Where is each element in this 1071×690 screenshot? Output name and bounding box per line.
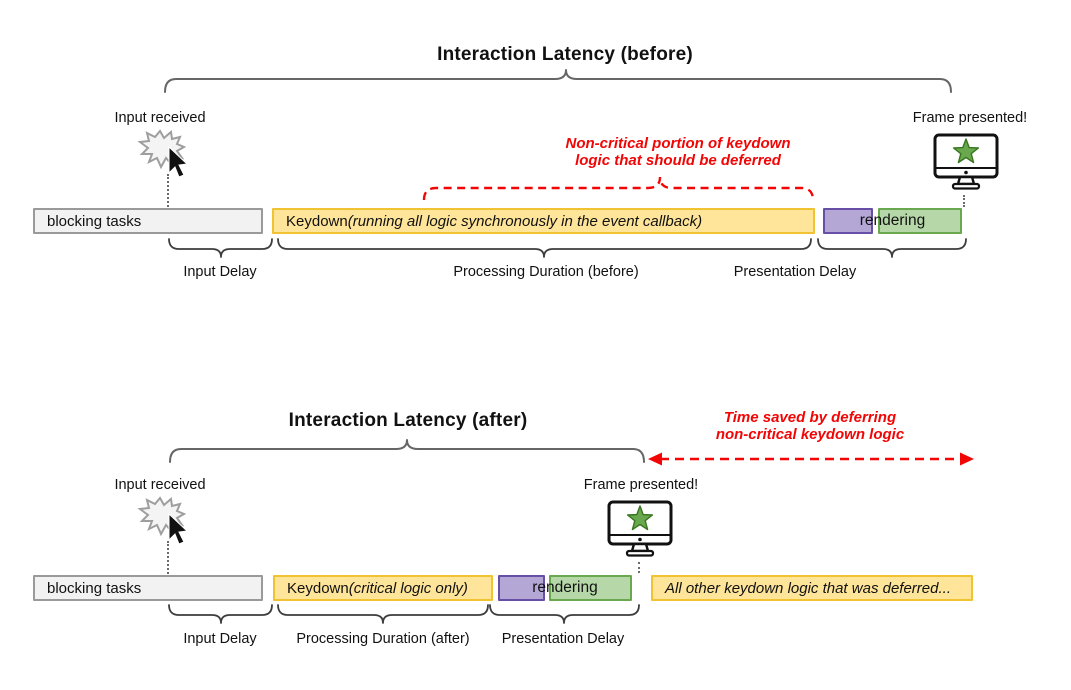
after-keydown-text-italic: (critical logic only) <box>348 579 468 597</box>
before-input-connector-line <box>167 174 169 207</box>
before-keydown-bar: Keydown (running all logic synchronously… <box>272 208 815 234</box>
after-red-annotation: Time saved by deferring non-critical key… <box>660 409 960 443</box>
after-deferred-logic-bar: All other keydown logic that was deferre… <box>651 575 973 601</box>
after-input-delay-label: Input Delay <box>183 631 257 647</box>
after-frame-presented-label: Frame presented! <box>583 477 699 493</box>
after-rendering-bar <box>498 575 545 601</box>
before-blocking-tasks-text: blocking tasks <box>47 212 142 230</box>
before-painting-bar <box>878 208 962 234</box>
star-icon <box>626 505 654 531</box>
after-frame-connector-line <box>638 562 640 573</box>
red-annotation-line1: Non-critical portion of keydown <box>565 135 791 152</box>
before-red-annotation: Non-critical portion of keydown logic th… <box>528 135 828 169</box>
red-annotation-line2: non-critical keydown logic <box>715 426 905 443</box>
after-deferred-logic-text: All other keydown logic that was deferre… <box>665 579 951 597</box>
before-red-dashed-brace <box>422 174 817 202</box>
after-blocking-tasks-bar: blocking tasks <box>33 575 263 601</box>
after-input-received-label: Input received <box>114 477 206 493</box>
before-keydown-text: Keydown <box>286 212 348 230</box>
after-keydown-text: Keydown <box>287 579 349 597</box>
monitor-with-star-icon <box>933 133 999 193</box>
burst-click-cursor-icon <box>136 494 200 550</box>
before-frame-connector-line <box>963 195 965 207</box>
before-input-delay-label: Input Delay <box>183 264 257 280</box>
after-keydown-bar: Keydown (critical logic only) <box>273 575 493 601</box>
star-icon <box>952 138 980 164</box>
red-annotation-line2: logic that should be deferred <box>575 152 781 169</box>
after-presentation-delay-label: Presentation Delay <box>501 631 625 647</box>
before-processing-brace <box>277 238 812 259</box>
before-input-delay-brace <box>168 238 273 259</box>
after-blocking-tasks-text: blocking tasks <box>47 579 142 597</box>
red-annotation-line1: Time saved by deferring <box>723 409 897 426</box>
after-processing-brace <box>277 604 489 625</box>
burst-click-cursor-icon <box>136 127 200 183</box>
before-processing-duration-label: Processing Duration (before) <box>453 264 639 280</box>
after-processing-duration-label: Processing Duration (after) <box>296 631 470 647</box>
before-presentation-brace <box>817 238 967 259</box>
before-blocking-tasks-bar: blocking tasks <box>33 208 263 234</box>
after-input-connector-line <box>167 541 169 574</box>
before-input-received-label: Input received <box>114 110 206 126</box>
before-total-latency-brace <box>164 69 954 95</box>
after-input-delay-brace <box>168 604 273 625</box>
time-saved-dashed-arrow <box>646 449 976 469</box>
monitor-with-star-icon <box>607 500 673 560</box>
before-frame-presented-label: Frame presented! <box>912 110 1028 126</box>
before-keydown-text-italic: (running all logic synchronously in the … <box>347 212 703 230</box>
after-title: Interaction Latency (after) <box>288 410 528 431</box>
before-title: Interaction Latency (before) <box>437 44 693 65</box>
before-presentation-delay-label: Presentation Delay <box>733 264 857 280</box>
before-rendering-bar <box>823 208 873 234</box>
after-presentation-brace <box>489 604 640 625</box>
after-total-latency-brace <box>169 439 645 465</box>
after-painting-bar <box>549 575 632 601</box>
